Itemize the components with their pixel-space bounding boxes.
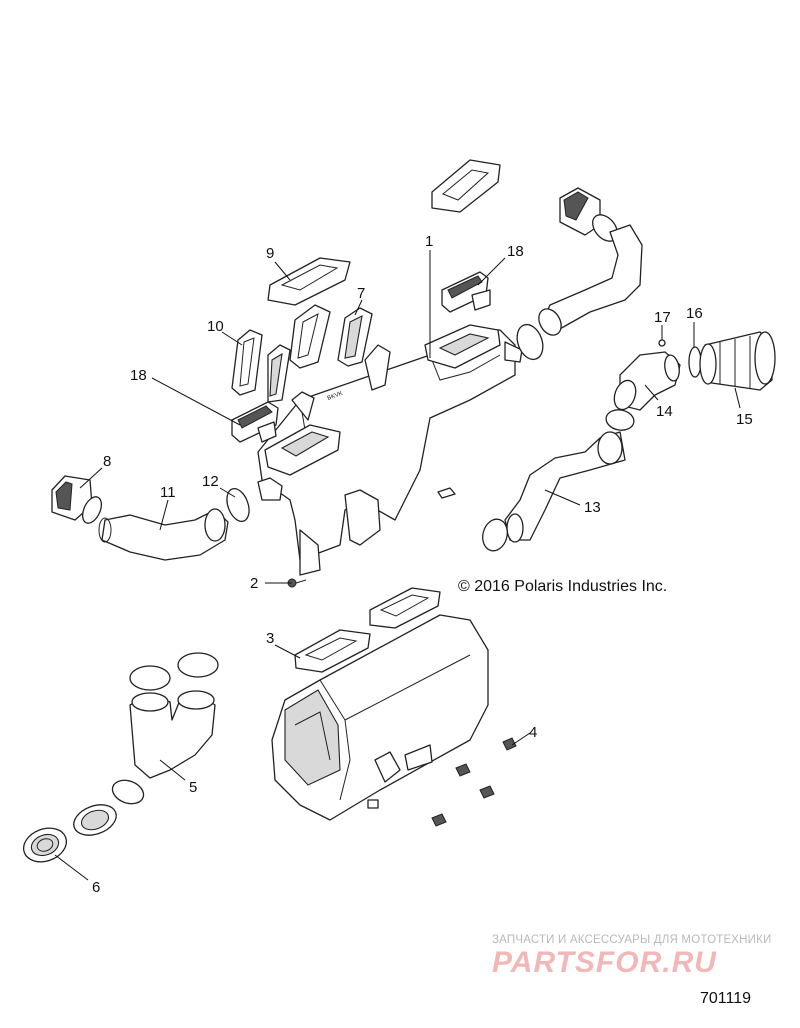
watermark-logo: PARTSFOR.RU <box>492 946 717 979</box>
callout-1: 1 <box>425 233 433 250</box>
filter-frame-top <box>431 159 501 213</box>
lower-airbox <box>271 614 489 821</box>
clamp-13 <box>482 518 508 552</box>
callout-2: 2 <box>250 575 258 592</box>
callout-9: 9 <box>266 245 274 262</box>
nuts-4 <box>431 737 517 827</box>
watermark-tagline: ЗАПЧАСТИ И АКСЕССУАРЫ ДЛЯ МОТОТЕХНИКИ <box>492 934 772 946</box>
clamp-16 <box>688 346 702 378</box>
inlet-grille-right <box>559 187 618 242</box>
callout-15: 15 <box>736 411 753 428</box>
filter-frame-3 <box>294 587 441 673</box>
copyright-notice: © 2016 Polaris Industries Inc. <box>458 578 668 595</box>
vent-grille-7 <box>337 307 373 367</box>
leader-lines <box>54 250 741 881</box>
duct-13 <box>504 431 626 543</box>
callout-18-upper: 18 <box>507 243 524 260</box>
callout-14: 14 <box>656 403 673 420</box>
vent-frame-mid <box>267 304 331 403</box>
vent-frame-10 <box>231 329 263 396</box>
clamp-right-upper <box>516 323 544 361</box>
callout-10: 10 <box>207 318 224 335</box>
plenum-housing: BKVK <box>257 324 523 576</box>
air-filter-15 <box>699 331 776 391</box>
callout-8: 8 <box>103 453 111 470</box>
y-duct-5 <box>111 652 219 805</box>
fastener-small <box>437 487 456 499</box>
elbow-14 <box>613 351 681 411</box>
callout-12: 12 <box>202 473 219 490</box>
callout-17: 17 <box>654 309 671 326</box>
screw-17 <box>658 339 666 347</box>
duct-right-upper <box>538 224 643 336</box>
callout-16: 16 <box>686 305 703 322</box>
callout-labels: 1 2 3 4 5 6 7 8 9 10 11 12 13 14 15 16 1… <box>92 233 753 896</box>
callout-5: 5 <box>189 779 197 796</box>
duct-11 <box>98 508 229 561</box>
louver-18-lower <box>231 401 279 443</box>
clamp-12 <box>226 488 250 522</box>
callout-11: 11 <box>160 484 176 501</box>
louver-18-upper <box>441 271 491 313</box>
callout-18-lower: 18 <box>130 367 147 384</box>
callout-4: 4 <box>529 724 537 741</box>
adapter-6 <box>22 804 117 863</box>
drawing-number: 701119 <box>700 990 752 1007</box>
inlet-grille-8 <box>51 475 103 524</box>
filter-frame-9 <box>267 257 351 306</box>
callout-6: 6 <box>92 879 100 896</box>
clamp-14-lower <box>605 409 635 431</box>
svg-text:BKVK: BKVK <box>327 391 344 402</box>
callout-7: 7 <box>357 285 365 302</box>
callout-3: 3 <box>266 630 274 647</box>
callout-13: 13 <box>584 499 601 516</box>
